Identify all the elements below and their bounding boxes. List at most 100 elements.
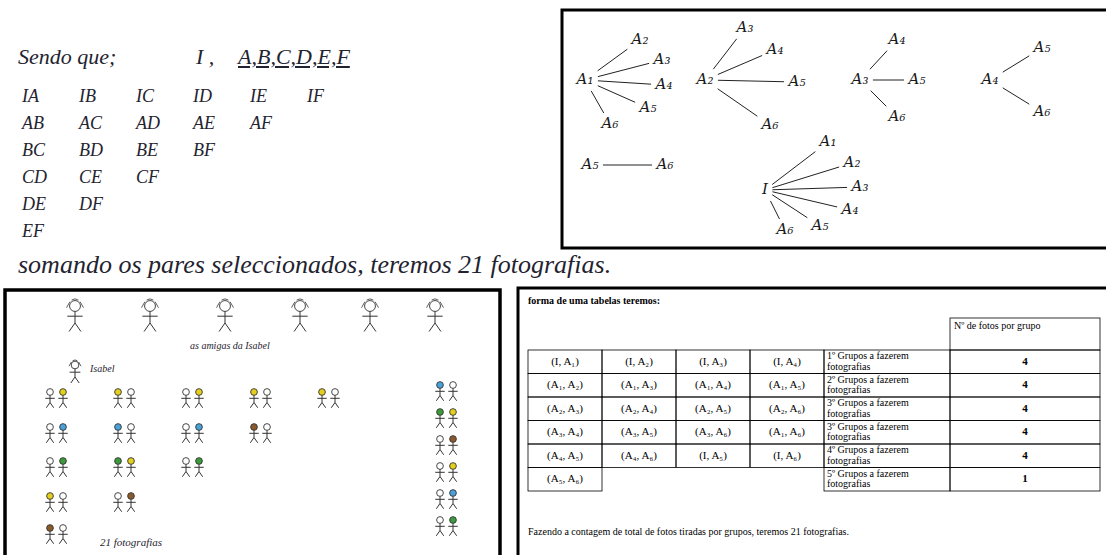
handwritten-note: Sendo que; — [18, 44, 116, 69]
table-cell-border — [750, 350, 824, 374]
table-cell-border — [824, 350, 950, 374]
table-cell: (A₁, A₄) — [676, 374, 750, 398]
stick-figure — [362, 299, 379, 332]
tree-branch — [598, 81, 651, 84]
tree-branch — [591, 91, 604, 113]
table-cell-border — [750, 397, 824, 421]
stick-figure — [330, 389, 339, 408]
table-conclusion: Fazendo a contagem de total de fotos tir… — [528, 526, 849, 538]
table-cell-border — [950, 397, 1100, 421]
pair-entry: BE — [136, 140, 158, 161]
table-cell: (A₂, A₆) — [750, 397, 824, 421]
node-label: A₃ — [852, 70, 869, 88]
tree-branch — [870, 51, 887, 70]
tree-node: A₆ — [654, 155, 677, 174]
pair-entry: DE — [22, 194, 46, 215]
table-grid — [528, 318, 1100, 491]
table-cell-border — [950, 318, 1100, 350]
stick-figure — [181, 424, 190, 443]
tree-panel-frame — [562, 10, 1106, 248]
table-cell-border — [602, 350, 676, 374]
pair-entry: BD — [79, 140, 103, 161]
stick-figure — [126, 424, 135, 443]
table-cell-border — [824, 444, 950, 468]
stick-figure — [249, 424, 258, 443]
node-label: A₆ — [889, 107, 906, 125]
tree-node: A₅ — [1031, 38, 1054, 57]
tree-branch — [772, 187, 847, 189]
table-intro: forma de uma tabelas teremos: — [528, 295, 660, 307]
tree-branch — [598, 63, 649, 76]
stick-figure — [317, 389, 326, 408]
table-cell-border — [750, 421, 824, 445]
stick-figure — [194, 424, 203, 443]
pair-entry: CD — [22, 167, 47, 188]
table-cell: (A₂, A₄) — [602, 397, 676, 421]
stick-figure — [45, 493, 54, 512]
stick-figure — [194, 389, 203, 408]
stick-figure — [448, 463, 457, 482]
stick-figure — [448, 490, 457, 509]
tree-node: A₆ — [1031, 102, 1054, 121]
stick-figure — [292, 299, 309, 332]
figures-panel-frame — [5, 290, 500, 555]
table-cell: 4 — [950, 350, 1100, 374]
table-cell-border — [824, 468, 950, 492]
tree-branch — [772, 167, 839, 188]
node-label: A₄ — [842, 200, 859, 218]
stick-figure — [448, 517, 457, 536]
figure-caption: 21 fotografias — [100, 536, 162, 549]
node-label: A₅ — [909, 70, 926, 88]
stick-figures — [45, 299, 457, 544]
tree-branch — [772, 192, 837, 207]
tree-node: A₁ — [817, 132, 840, 151]
pair-entry: CF — [136, 167, 159, 188]
pair-entry: AF — [250, 113, 272, 134]
stick-figure — [448, 436, 457, 455]
pair-entry: BF — [193, 140, 215, 161]
table-cell: (I, A₅) — [676, 444, 750, 468]
table-cell-border — [676, 350, 750, 374]
node-label: A₅ — [640, 98, 657, 116]
table-cell-border — [950, 444, 1100, 468]
table-cell: (I, A₂) — [602, 350, 676, 374]
table-cell: (A₃, A₄) — [528, 421, 602, 445]
stick-figure — [45, 525, 54, 544]
stick-figure — [181, 389, 190, 408]
table-cell: (I, A₄) — [750, 350, 824, 374]
tree-node: A₅ — [786, 72, 809, 91]
table-cell-border — [750, 444, 824, 468]
stick-figure — [435, 436, 444, 455]
tree-node: A₅ — [809, 216, 832, 235]
table-cell-border — [824, 421, 950, 445]
tree-branch — [718, 55, 762, 74]
node-label: A₆ — [762, 115, 779, 133]
table-cell: 4º Grupos a fazerem fotografias — [824, 444, 950, 468]
pair-entry: AB — [22, 113, 44, 134]
table-cell-border — [602, 444, 676, 468]
table-panel-frame — [518, 288, 1106, 555]
figure-caption: as amigas da Isabel — [190, 340, 270, 352]
table-cell: 4 — [950, 444, 1100, 468]
stick-figure — [69, 360, 81, 383]
node-label: A₆ — [1034, 102, 1051, 120]
tree-node: A₂ — [841, 153, 864, 172]
table-cell: 1 — [950, 468, 1100, 492]
stick-figure — [113, 389, 122, 408]
stick-figure — [194, 458, 203, 477]
table-cell: (A₂, A₅) — [676, 397, 750, 421]
pair-entry: BC — [22, 140, 45, 161]
stick-figure — [435, 409, 444, 428]
table-cell-border — [528, 397, 602, 421]
table-cell: 3º Grupos a fazerem fotografias — [824, 397, 950, 421]
table-cell: (A₃, A₅) — [602, 421, 676, 445]
stick-figure — [435, 517, 444, 536]
table-cell-border — [528, 374, 602, 398]
table-cell: 1º Grupos a fazerem fotografias — [824, 350, 950, 374]
pair-entry: AD — [136, 113, 160, 134]
tree-branch — [718, 89, 758, 116]
tree-branch — [1003, 88, 1030, 104]
tree-node: A₅ — [637, 98, 660, 117]
